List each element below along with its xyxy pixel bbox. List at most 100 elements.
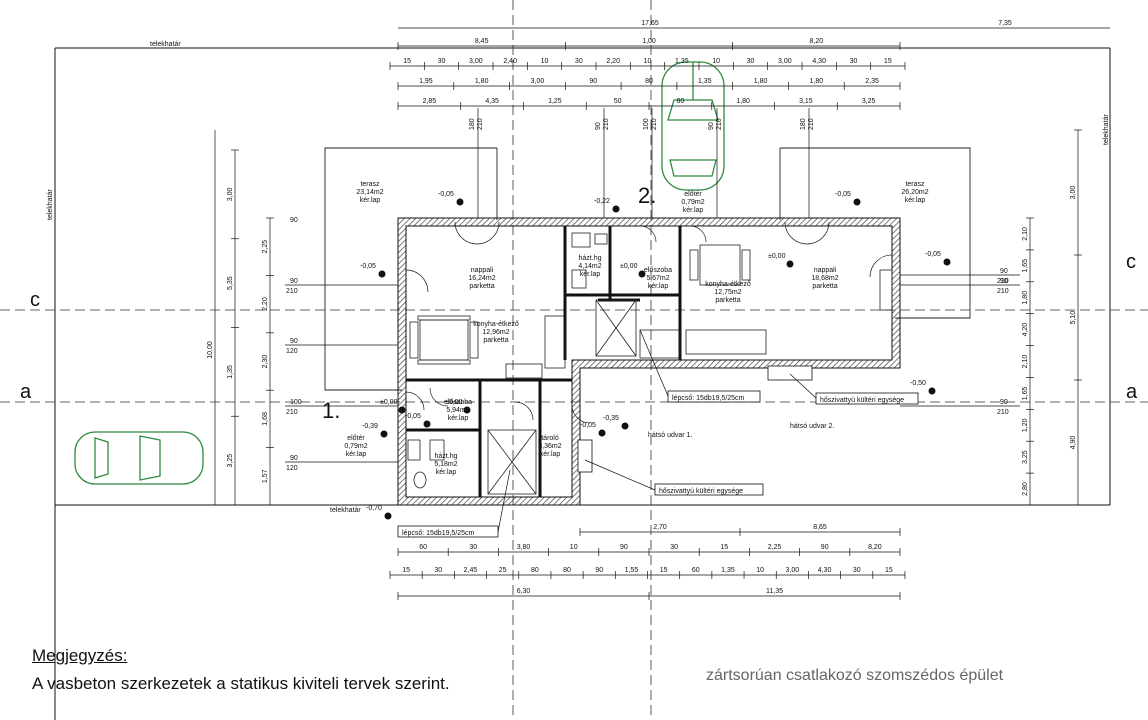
room-label-eloszoba-top: előszoba (644, 267, 672, 274)
room-label-eloszoba-top: 5,67m2 (646, 275, 669, 282)
opening-height-left: 120 (286, 348, 298, 355)
room-label-eloszoba-left: kér.lap (448, 415, 469, 422)
dim-top-row3-value: 2,20 (606, 58, 620, 65)
dim-bottom-row1-value: 2,70 (653, 524, 667, 531)
level-value: -0,05 (360, 263, 376, 270)
entrance-label-2: 2. (638, 183, 656, 208)
dim-bottom-row2-value: 3,80 (517, 544, 531, 551)
dim-bottom-row2-value: 30 (670, 544, 678, 551)
opening-width-left: 90 (290, 278, 298, 285)
level-value: ±0,00 (768, 253, 786, 260)
room-label-hazt-left: házt.hg (435, 453, 458, 460)
axis-label-c-left: c (30, 289, 40, 311)
room-label-hazt-left: kér.lap (436, 469, 457, 476)
dim-bottom-row3-value: 1,35 (721, 567, 735, 574)
opening-width-right: 90 (1000, 278, 1008, 285)
room-label-terasz-right: terasz (905, 181, 925, 188)
dim-bottom-row3-value: 3,00 (786, 567, 800, 574)
level-value: ±0,00 (380, 399, 398, 406)
level-value: -0,22 (594, 198, 610, 205)
room-label-tarolo: tároló (541, 435, 559, 442)
dim-bottom-row3-value: 90 (595, 567, 603, 574)
car-left (74, 431, 204, 485)
dim-bottom-row2-value: 90 (620, 544, 628, 551)
note-title: Megjegyzés: (32, 646, 128, 665)
dim-top-row4-value: 1,35 (698, 78, 712, 85)
dim-top-row3-value: 2,40 (503, 58, 517, 65)
dim-top-row4-value: 80 (645, 78, 653, 85)
room-label-elotet-left: 0,79m2 (344, 443, 367, 450)
level-marker-symbol (423, 420, 431, 428)
opening-height-top: 210 (651, 118, 658, 130)
opening-width-top: 100 (643, 118, 650, 130)
opening-width-top: 90 (708, 122, 715, 130)
dim-right-inner-value: 1,65 (1022, 259, 1029, 273)
opening-height-left: 120 (286, 465, 298, 472)
dim-right-inner-value: 2,80 (1022, 482, 1029, 496)
door-swings (405, 221, 893, 424)
dim-top-row5-value: 3,25 (862, 98, 876, 105)
room-label-konyha-right: parketta (715, 297, 740, 304)
level-marker-symbol (398, 406, 406, 414)
level-value: -0,05 (438, 191, 454, 198)
plot-boundary-label-top: telekhatár (150, 41, 181, 48)
dim-right-inner-value: 2,10 (1022, 355, 1029, 369)
room-label-eloszoba-left: 5,94m2 (446, 407, 469, 414)
room-label-tarolo: kér.lap (540, 451, 561, 458)
leader-lines (497, 329, 817, 533)
plot-boundary (54, 47, 1111, 720)
dim-top-row3-value: 30 (747, 58, 755, 65)
opening-width-top: 180 (469, 118, 476, 130)
dim-bottom-row4-value: 6,30 (517, 588, 531, 595)
opening-width-top: 90 (595, 122, 602, 130)
dim-left-inner-value: 2,30 (262, 355, 269, 369)
dim-bottom-row3-value: 15 (660, 567, 668, 574)
room-label-hazt-top: 4,14m2 (578, 263, 601, 270)
dim-right-stack-value: 3,00 (1070, 186, 1077, 200)
terrace-outlines (324, 147, 971, 391)
level-marker-symbol (943, 258, 951, 266)
dim-right-inner-value: 1,80 (1022, 291, 1029, 305)
dim-bottom-row3-value: 80 (563, 567, 571, 574)
room-label-nappali-right: nappali (814, 267, 837, 274)
dim-left-inner-value: 2,20 (262, 297, 269, 311)
room-label-terasz-left: terasz (360, 181, 380, 188)
room-label-elotet-top: előtér (684, 191, 702, 198)
level-marker-symbol (598, 429, 606, 437)
level-value: -0,70 (366, 505, 382, 512)
opening-width-left: 90 (290, 338, 298, 345)
level-marker-symbol (380, 430, 388, 438)
entrance-label-1: 1. (322, 398, 340, 423)
opening-height-left: 210 (286, 409, 298, 416)
room-label-nappali-right: 18,68m2 (811, 275, 838, 282)
level-markers: -0,05-0,05-0,22-0,05-0,05-0,05±0,00±0,00… (360, 191, 951, 520)
dim-top-row5-value: 2,85 (423, 98, 437, 105)
opening-height-right: 210 (997, 409, 1009, 416)
level-value: -0,05 (835, 191, 851, 198)
dim-bottom-row3-value: 10 (756, 567, 764, 574)
room-label-hazt-top: kér.lap (580, 271, 601, 278)
label-boxes (397, 365, 919, 538)
dim-left-inner-value: 2,25 (262, 240, 269, 254)
room-label-konyha-right: konyha-étkező (705, 281, 751, 288)
dim-bottom-row3-value: 25 (499, 567, 507, 574)
dim-top-row4-value: 1,80 (810, 78, 824, 85)
room-label-eloszoba-left: előszoba (444, 399, 472, 406)
dim-bottom-row3-value: 1,55 (625, 567, 639, 574)
level-marker-symbol (612, 205, 620, 213)
room-label-elotet-top: 0,79m2 (681, 199, 704, 206)
dim-bottom-row2-value: 90 (821, 544, 829, 551)
room-label-elotet-left: kér.lap (346, 451, 367, 458)
bathroom-fixtures (407, 232, 637, 495)
dim-top-row5-value: 1,25 (548, 98, 562, 105)
room-label-konyha-left: konyha-étkező (473, 321, 519, 328)
level-value: ±0,00 (445, 399, 463, 406)
dim-top-row2-value: 8,45 (475, 38, 489, 45)
dim-top-row3-value: 3,00 (469, 58, 483, 65)
level-marker-symbol (853, 198, 861, 206)
opening-height-top: 210 (808, 118, 815, 130)
dim-bottom-row3-value: 60 (692, 567, 700, 574)
dim-right-inner-value: 1,65 (1022, 386, 1029, 400)
